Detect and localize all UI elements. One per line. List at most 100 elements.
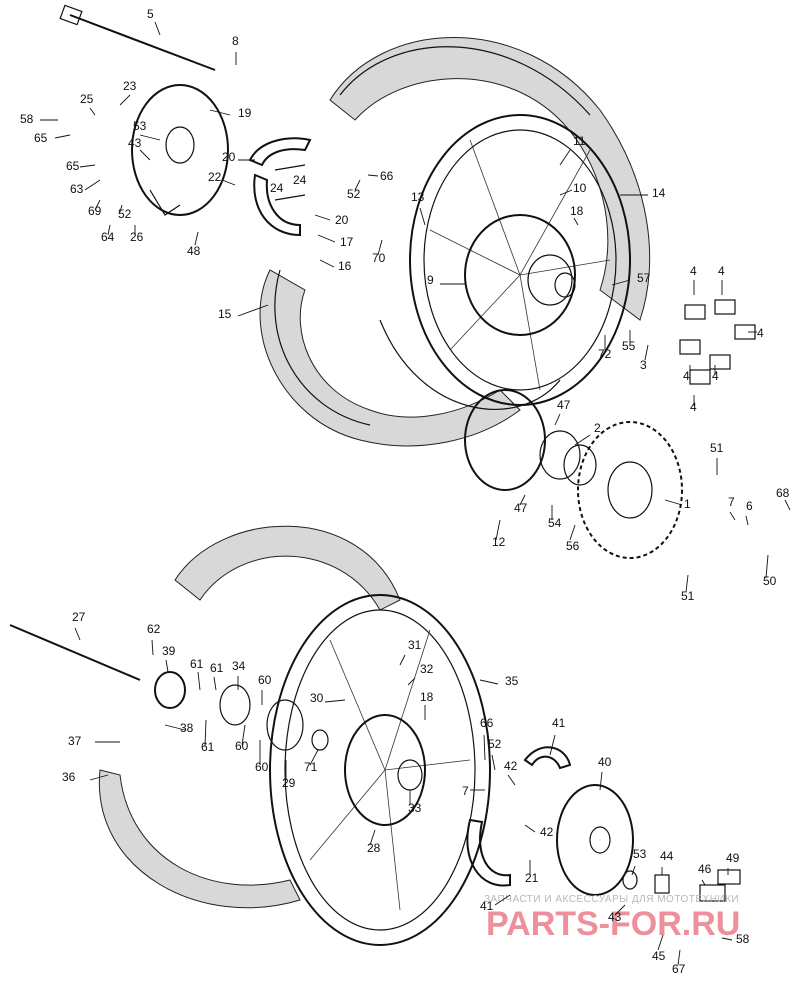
rear-spokes xyxy=(429,139,611,391)
part-number-label: 62 xyxy=(147,622,161,636)
part-callout: 16 xyxy=(319,259,352,273)
part-callout: 61 xyxy=(210,661,224,691)
callout-leader-line xyxy=(549,734,556,756)
callout-leader-line xyxy=(314,214,331,221)
part-number-label: 61 xyxy=(201,740,215,754)
part-number-label: 41 xyxy=(552,716,566,730)
callout-leader-line xyxy=(559,149,571,166)
part-callout: 56 xyxy=(566,524,580,553)
callout-leader-line xyxy=(479,679,499,685)
part-number-label: 39 xyxy=(162,644,176,658)
callout-leader-line xyxy=(729,511,736,521)
part-callout: 66 xyxy=(480,716,494,761)
part-number-label: 22 xyxy=(208,170,222,184)
callout-leader-line xyxy=(89,107,96,116)
part-callout: 67 xyxy=(672,949,686,976)
part-callout: 61 xyxy=(190,657,204,691)
part-callout: 49 xyxy=(726,851,740,875)
part-number-label: 49 xyxy=(726,851,740,865)
part-number-label: 58 xyxy=(736,932,750,946)
callout-leader-line xyxy=(89,774,109,781)
part-number-label: 50 xyxy=(763,574,777,588)
part-callout: 57 xyxy=(611,271,651,286)
callout-leader-line xyxy=(194,231,199,246)
part-callout: 30 xyxy=(310,691,346,705)
part-callout: 1 xyxy=(664,497,691,511)
front-spokes xyxy=(309,629,471,911)
callout-leader-line xyxy=(745,515,749,526)
callout-leader-line xyxy=(483,734,486,761)
part-callout: 8 xyxy=(232,34,239,65)
part-callout: 46 xyxy=(698,862,712,886)
part-callout: 11 xyxy=(559,134,586,166)
part-callout: 38 xyxy=(164,721,194,735)
callout-leader-line xyxy=(419,207,426,226)
part-number-label: 43 xyxy=(608,910,622,924)
part-number-label: 26 xyxy=(130,230,144,244)
part-number-label: 5 xyxy=(147,7,154,21)
part-number-label: 64 xyxy=(101,230,115,244)
callout-leader-line xyxy=(204,719,207,747)
part-number-label: 4 xyxy=(757,326,764,340)
watermark: ЗАПЧАСТИ И АКСЕССУАРЫ ДЛЯ МОТОТЕХНИКИ PA… xyxy=(484,894,740,943)
part-number-label: 47 xyxy=(514,501,528,515)
callout-leader-line xyxy=(631,865,636,876)
rear-tire xyxy=(259,37,651,447)
callout-leader-line xyxy=(54,134,71,139)
part-callout: 18 xyxy=(570,204,584,226)
part-callout: 58 xyxy=(20,112,58,126)
part-number-label: 19 xyxy=(238,106,252,120)
callout-leader-line xyxy=(151,639,154,656)
part-callout: 27 xyxy=(72,610,86,641)
callout-leader-line xyxy=(209,109,231,116)
part-number-label: 63 xyxy=(70,182,84,196)
part-number-label: 48 xyxy=(187,244,201,258)
front-tire xyxy=(98,525,401,909)
part-number-label: 30 xyxy=(310,691,324,705)
part-callout: 54 xyxy=(548,505,562,530)
part-number-label: 52 xyxy=(488,737,502,751)
part-number-label: 6 xyxy=(746,499,753,513)
callout-leader-line xyxy=(79,164,96,168)
part-number-label: 29 xyxy=(282,776,296,790)
callout-leader-line xyxy=(524,824,536,833)
part-callout: 4 xyxy=(690,395,697,414)
part-number-label: 7 xyxy=(728,495,735,509)
front-brake-panel xyxy=(556,784,634,896)
part-callout: 10 xyxy=(559,181,587,196)
part-callout: 68 xyxy=(776,486,791,511)
callout-leader-line xyxy=(559,189,573,196)
part-number-label: 38 xyxy=(180,721,194,735)
part-number-label: 25 xyxy=(80,92,94,106)
part-callout: 21 xyxy=(525,860,539,885)
callout-leader-line xyxy=(721,937,733,941)
part-number-label: 58 xyxy=(20,112,34,126)
part-number-label: 60 xyxy=(235,739,249,753)
part-callout: 5 xyxy=(147,7,161,36)
front-axle xyxy=(9,624,141,681)
part-number-label: 7 xyxy=(462,784,469,798)
part-callout: 15 xyxy=(218,304,269,321)
part-callout: 4 xyxy=(712,365,719,383)
part-callout: 53 xyxy=(133,119,161,141)
callout-leader-line xyxy=(319,259,335,268)
part-callout: 25 xyxy=(80,92,96,116)
part-callout: 33 xyxy=(408,790,422,815)
callout-leader-line xyxy=(765,554,769,579)
callout-leader-line xyxy=(664,499,683,506)
part-callout: 61 xyxy=(201,719,215,754)
part-number-label: 65 xyxy=(66,159,80,173)
part-number-label: 33 xyxy=(408,801,422,815)
part-callout: 37 xyxy=(68,734,120,748)
part-callout: 9 xyxy=(427,273,465,287)
rear-brake-panel xyxy=(131,84,229,216)
part-number-label: 24 xyxy=(270,181,284,195)
part-number-label: 27 xyxy=(72,610,86,624)
part-number-label: 46 xyxy=(698,862,712,876)
part-number-label: 10 xyxy=(573,181,587,195)
speedometer-parts xyxy=(154,671,329,751)
part-number-label: 17 xyxy=(340,235,354,249)
part-callout: 50 xyxy=(763,554,777,588)
part-callout: 65 xyxy=(66,159,96,173)
